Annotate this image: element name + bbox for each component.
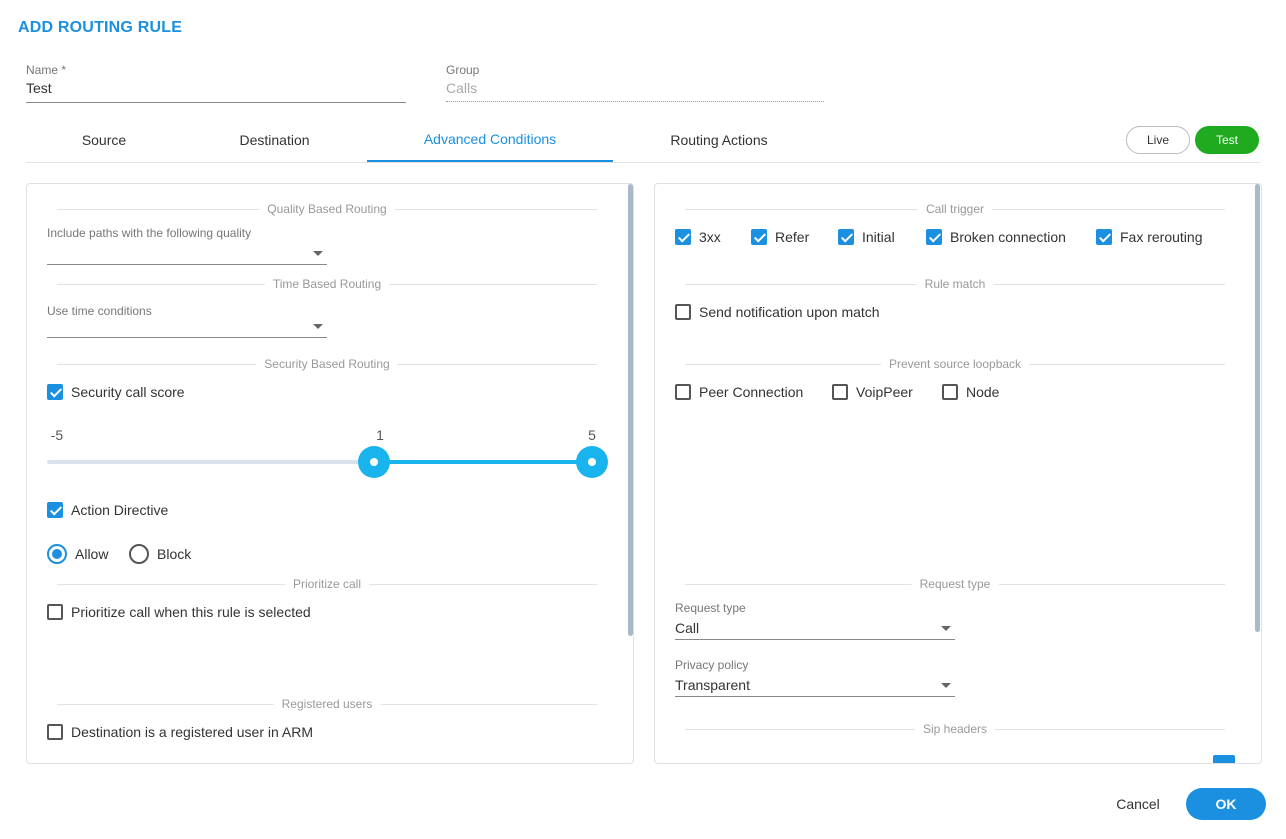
action-directive-checkbox[interactable]: Action Directive <box>47 502 168 518</box>
slider-range-fill <box>374 460 592 464</box>
privacy-policy-select[interactable]: Transparent <box>675 677 955 697</box>
privacy-policy-label: Privacy policy <box>675 658 749 672</box>
chevron-down-icon <box>941 626 951 631</box>
loopback-node-checkbox[interactable]: Node <box>942 384 999 400</box>
time-select[interactable] <box>47 318 327 338</box>
tab-destination[interactable]: Destination <box>239 132 310 148</box>
send-notification-checkbox[interactable]: Send notification upon match <box>675 304 880 320</box>
trigger-initial-checkbox[interactable]: Initial <box>838 229 895 245</box>
checkbox-icon <box>1096 229 1112 245</box>
live-toggle[interactable]: Live <box>1126 126 1190 154</box>
section-registered: Registered users <box>27 697 627 711</box>
tab-advanced-conditions[interactable]: Advanced Conditions <box>367 118 613 162</box>
ok-button[interactable]: OK <box>1186 788 1266 820</box>
quality-select[interactable] <box>47 245 327 265</box>
slider-high-handle[interactable] <box>576 446 608 478</box>
trigger-refer-checkbox[interactable]: Refer <box>751 229 809 245</box>
block-radio[interactable]: Block <box>129 544 191 564</box>
checkbox-icon <box>832 384 848 400</box>
section-sip-headers: Sip headers <box>655 722 1255 736</box>
checkbox-icon <box>675 304 691 320</box>
right-scrollbar[interactable] <box>1255 184 1260 632</box>
slider-track[interactable] <box>47 460 592 464</box>
name-underline <box>26 102 406 103</box>
cancel-button[interactable]: Cancel <box>1116 796 1160 812</box>
group-underline <box>446 101 824 102</box>
loopback-voippeer-checkbox[interactable]: VoipPeer <box>832 384 913 400</box>
request-type-label: Request type <box>675 601 746 615</box>
section-security: Security Based Routing <box>27 357 627 371</box>
right-panel: Call trigger 3xx Refer Initial Broken co… <box>654 183 1262 764</box>
trigger-3xx-checkbox[interactable]: 3xx <box>675 229 721 245</box>
slider-low-handle[interactable] <box>358 446 390 478</box>
time-label: Use time conditions <box>47 304 152 318</box>
dialog-title: ADD ROUTING RULE <box>18 19 183 36</box>
section-prioritize: Prioritize call <box>27 577 627 591</box>
left-panel: Quality Based Routing Include paths with… <box>26 183 634 764</box>
chevron-down-icon <box>313 251 323 256</box>
section-loopback: Prevent source loopback <box>655 357 1255 371</box>
trigger-fax-rerouting-checkbox[interactable]: Fax rerouting <box>1096 229 1202 245</box>
test-toggle[interactable]: Test <box>1195 126 1259 154</box>
radio-icon <box>129 544 149 564</box>
section-call-trigger: Call trigger <box>655 202 1255 216</box>
section-rule-match: Rule match <box>655 277 1255 291</box>
quality-label: Include paths with the following quality <box>47 226 252 240</box>
registered-user-checkbox[interactable]: Destination is a registered user in ARM <box>47 724 313 740</box>
chevron-down-icon <box>313 324 323 329</box>
chevron-down-icon <box>941 683 951 688</box>
slider-min-label: -5 <box>50 427 64 443</box>
tab-routing-actions[interactable]: Routing Actions <box>670 132 768 148</box>
slider-high-label: 5 <box>588 427 596 443</box>
name-input[interactable]: Test <box>26 80 52 96</box>
security-score-checkbox[interactable]: Security call score <box>47 384 185 400</box>
radio-selected-icon <box>47 544 67 564</box>
section-time: Time Based Routing <box>27 277 627 291</box>
section-request-type: Request type <box>655 577 1255 591</box>
name-label: Name * <box>26 63 67 77</box>
checkbox-icon <box>675 384 691 400</box>
tab-source[interactable]: Source <box>81 132 127 148</box>
checkbox-icon <box>942 384 958 400</box>
sip-header-add-button[interactable] <box>1213 755 1235 763</box>
checkbox-icon <box>675 229 691 245</box>
checkbox-icon <box>47 384 63 400</box>
checkbox-icon <box>47 604 63 620</box>
group-input[interactable]: Calls <box>446 80 478 96</box>
request-type-select[interactable]: Call <box>675 620 955 640</box>
loopback-peer-connection-checkbox[interactable]: Peer Connection <box>675 384 803 400</box>
trigger-broken-connection-checkbox[interactable]: Broken connection <box>926 229 1066 245</box>
left-scrollbar[interactable] <box>628 184 633 636</box>
checkbox-icon <box>838 229 854 245</box>
slider-low-label: 1 <box>376 427 384 443</box>
tab-bar: Source Destination Advanced Conditions R… <box>26 118 1260 163</box>
section-quality: Quality Based Routing <box>27 202 627 216</box>
checkbox-icon <box>47 724 63 740</box>
checkbox-icon <box>47 502 63 518</box>
group-label: Group <box>446 63 480 77</box>
prioritize-checkbox[interactable]: Prioritize call when this rule is select… <box>47 604 311 620</box>
checkbox-icon <box>751 229 767 245</box>
allow-radio[interactable]: Allow <box>47 544 108 564</box>
checkbox-icon <box>926 229 942 245</box>
